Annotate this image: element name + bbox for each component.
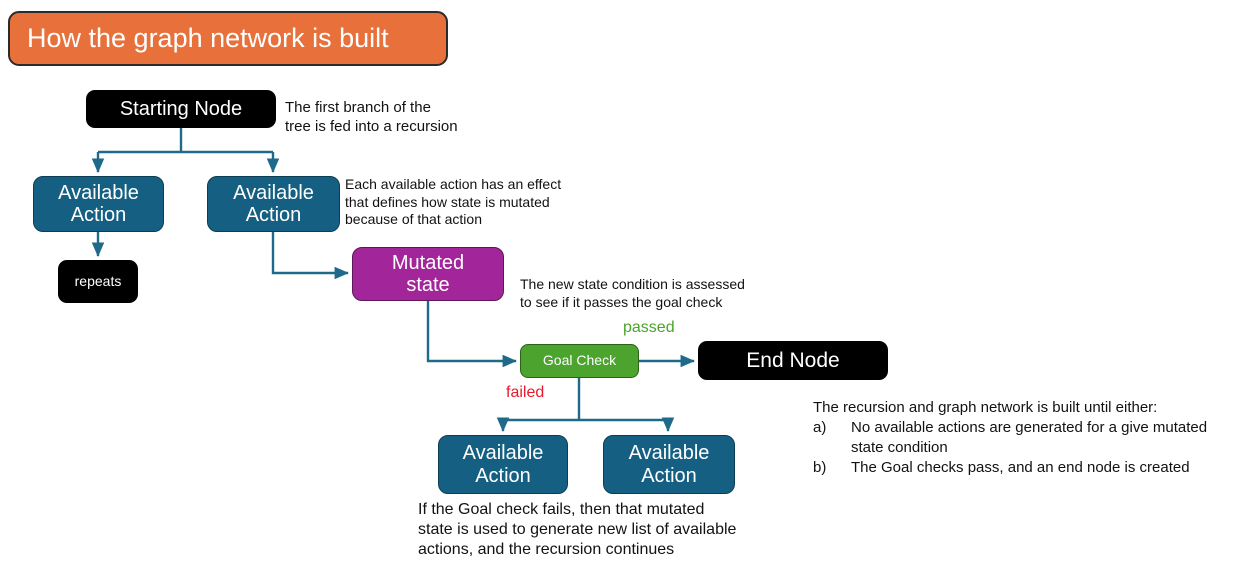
node-available-action-fail-left[interactable]: Available Action — [438, 435, 568, 494]
summary-list: a) No available actions are generated fo… — [813, 418, 1233, 478]
summary-item-b: b) The Goal checks pass, and an end node… — [813, 458, 1233, 478]
node-starting-node[interactable]: Starting Node — [86, 90, 276, 128]
node-available-action-fail-right[interactable]: Available Action — [603, 435, 735, 494]
node-available-action-right[interactable]: Available Action — [207, 176, 340, 232]
summary-lead: The recursion and graph network is built… — [813, 399, 1158, 416]
note-starting-node: The first branch of the tree is fed into… — [285, 99, 458, 135]
edge-label-passed: passed — [623, 319, 675, 336]
diagram-title-banner: How the graph network is built — [8, 11, 448, 66]
note-available-action: Each available action has an effect that… — [345, 176, 562, 227]
summary-marker-a: a) — [813, 418, 827, 436]
node-goal-check[interactable]: Goal Check — [520, 344, 639, 378]
summary-item-a: a) No available actions are generated fo… — [813, 418, 1233, 458]
node-repeats[interactable]: repeats — [58, 260, 138, 303]
note-mutated-state: The new state condition is assessed to s… — [520, 276, 745, 310]
summary-text-a: No available actions are generated for a… — [851, 418, 1208, 456]
page-title: How the graph network is built — [27, 23, 389, 53]
summary-block: The recursion and graph network is built… — [813, 398, 1233, 478]
summary-text-b: The Goal checks pass, and an end node is… — [851, 458, 1190, 476]
edge-label-failed: failed — [506, 384, 545, 401]
node-end-node[interactable]: End Node — [698, 341, 888, 380]
wire-mutated-to-goal — [426, 301, 517, 368]
node-available-action-left[interactable]: Available Action — [33, 176, 164, 232]
wire-action-to-mutated — [271, 232, 349, 280]
summary-marker-b: b) — [813, 458, 827, 476]
node-mutated-state[interactable]: Mutated state — [352, 247, 504, 301]
note-fail-branch: If the Goal check fails, then that mutat… — [418, 501, 737, 558]
